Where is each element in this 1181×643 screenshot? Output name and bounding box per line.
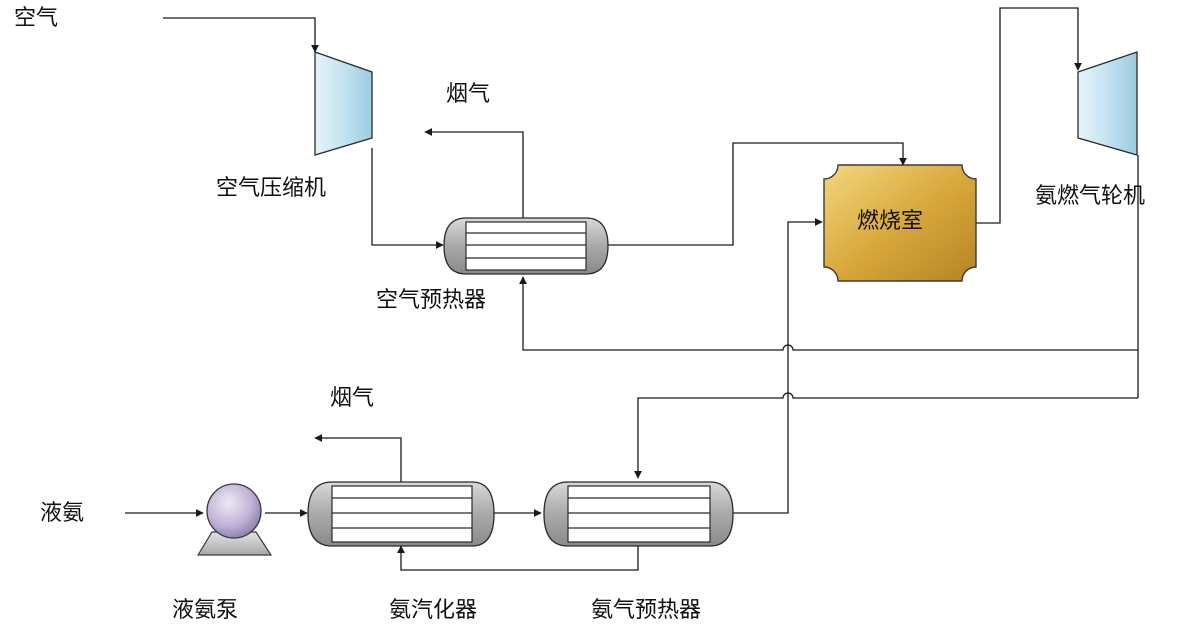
liquid-ammonia-pump-shape xyxy=(196,483,273,556)
gas-turbine-shape xyxy=(1077,51,1138,156)
pipe-ammonia-preheater-to-combustor xyxy=(733,218,823,514)
pipe-exhaust-to-air-preheater xyxy=(519,276,1138,351)
label-ammonia-vaporizer: 氨汽化器 xyxy=(389,598,478,623)
label-air-compressor: 空气压缩机 xyxy=(216,176,327,201)
pipe-flue-gas-bottom xyxy=(314,434,402,482)
label-air-inlet: 空气 xyxy=(14,6,59,31)
label-air-preheater: 空气预热器 xyxy=(376,288,487,313)
label-flue-gas-bottom: 烟气 xyxy=(330,386,375,411)
label-liquid-ammonia-pump: 液氨泵 xyxy=(172,598,239,623)
ammonia-vaporizer-shape xyxy=(307,481,495,547)
label-ammonia-turbine: 氨燃气轮机 xyxy=(1035,184,1146,209)
ammonia-preheater-shape xyxy=(543,481,734,547)
pipe-flue-gas-top xyxy=(424,128,524,218)
label-combustor: 燃烧室 xyxy=(857,209,924,234)
label-ammonia-preheater: 氨气预热器 xyxy=(591,598,702,623)
air-preheater-shape xyxy=(443,217,609,275)
combustor-shape xyxy=(823,164,977,282)
label-liquid-ammonia-inlet: 液氨 xyxy=(40,501,85,526)
pipe-combustor-to-turbine xyxy=(976,7,1082,224)
label-flue-gas-top: 烟气 xyxy=(446,82,491,107)
pipe-air-inlet xyxy=(163,17,319,53)
air-compressor-shape xyxy=(314,51,373,156)
pipe-preheater-to-combustor xyxy=(607,142,907,246)
pipe-exhaust-to-ammonia-preheater xyxy=(634,392,1138,479)
pipe-compressor-to-preheater xyxy=(371,148,444,249)
pipe-preheater-to-vaporizer xyxy=(397,545,639,571)
